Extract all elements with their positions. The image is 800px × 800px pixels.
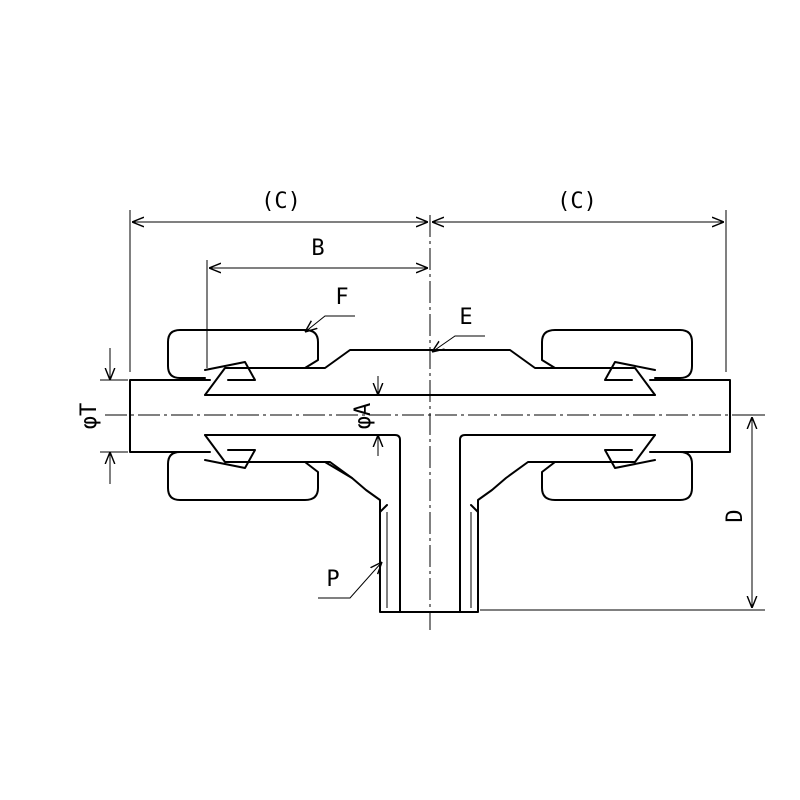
- thread-relief-left: [379, 504, 388, 513]
- label-p: P: [326, 567, 339, 592]
- center-lines: [105, 215, 745, 630]
- left-tube: [129, 379, 211, 453]
- left-nut: [167, 329, 319, 501]
- label-e: E: [459, 305, 472, 330]
- label-f: F: [335, 285, 348, 310]
- dimensions: [100, 210, 765, 611]
- left-ferrule-top: [204, 361, 256, 381]
- left-nut-top: [167, 329, 319, 379]
- body-flat-left: [324, 461, 353, 479]
- right-nut-top: [541, 329, 693, 379]
- right-nut-bottom: [541, 451, 693, 501]
- thread-relief-right: [470, 504, 479, 513]
- left-ferrule-bottom: [204, 449, 256, 469]
- label-c-right: (C): [557, 189, 597, 214]
- body-outline-bottom: [204, 434, 656, 613]
- right-ferrule-bottom: [604, 449, 656, 469]
- right-tube: [649, 379, 731, 453]
- leader-p: [318, 562, 382, 599]
- labels: (C) (C) B F E φT φA D P: [77, 189, 748, 592]
- tee-body: [204, 349, 656, 613]
- body-outline-top: [204, 349, 656, 396]
- label-phi-a: φA: [351, 403, 376, 430]
- left-nut-bottom: [167, 451, 319, 501]
- label-d: D: [723, 509, 748, 522]
- bore-bottom-right: [459, 434, 656, 613]
- tubes: [129, 379, 731, 453]
- label-b: B: [311, 236, 324, 261]
- leader-e: [432, 335, 485, 352]
- label-phi-t: φT: [77, 403, 102, 430]
- leader-f: [305, 315, 355, 332]
- label-c-left: (C): [261, 189, 301, 214]
- bore-bottom-left: [204, 434, 401, 613]
- right-ferrule-top: [604, 361, 656, 381]
